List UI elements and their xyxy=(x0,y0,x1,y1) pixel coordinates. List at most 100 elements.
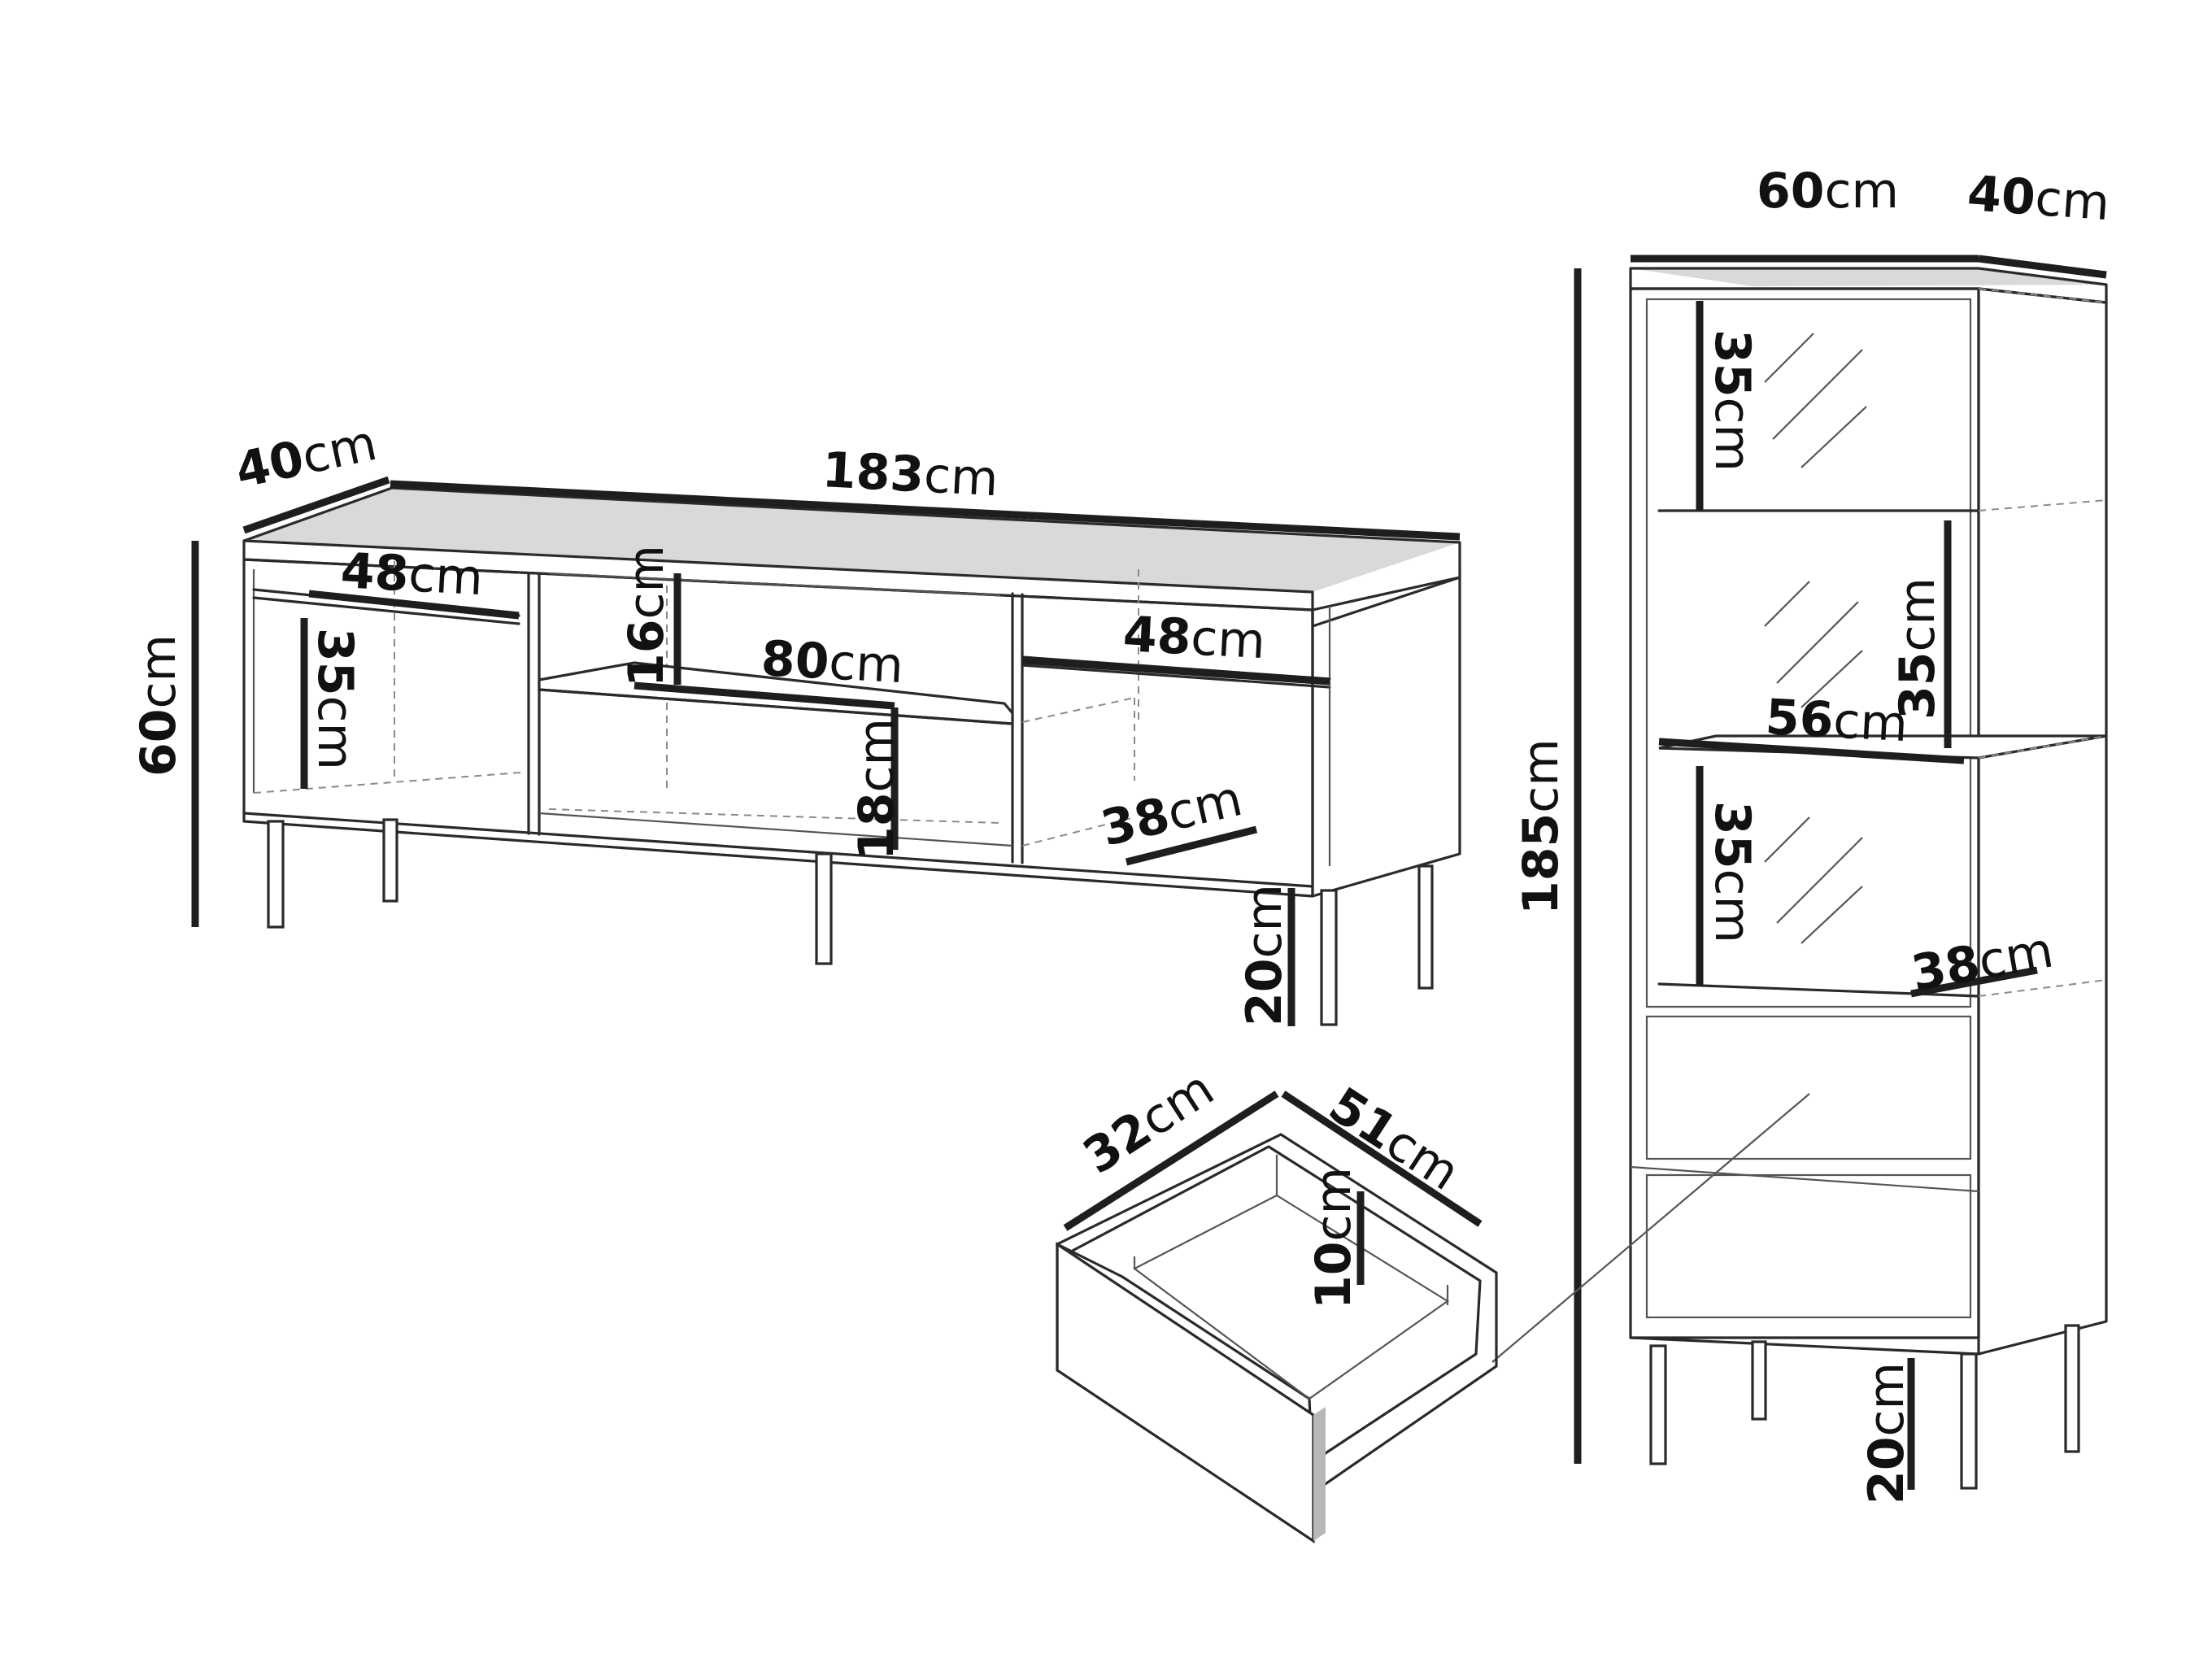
unit-text: cm xyxy=(848,718,905,792)
sideboard-leg-center xyxy=(815,852,833,965)
top-gap-value: 16 xyxy=(618,620,675,688)
center-lower-height-label: 18cm xyxy=(848,718,905,860)
sideboard-leg-front-right xyxy=(1320,889,1338,1026)
cabinet-shelf-width-label: 56cm xyxy=(1764,689,1909,753)
unit-text: cm xyxy=(1889,577,1946,651)
glass-reflection-2 xyxy=(1772,349,1863,440)
unit-text: cm xyxy=(922,447,999,508)
cabinet-shelf-depth-line xyxy=(1910,966,2038,998)
cabinet-body-front xyxy=(1629,287,1980,1339)
cabinet-body-side xyxy=(1977,287,2108,1356)
sideboard-leg-height-value: 20 xyxy=(1236,959,1293,1027)
cabinet-width-value: 60 xyxy=(1757,163,1825,220)
cabinet-shelf-3-dash xyxy=(1978,979,2107,997)
right-shelf-back xyxy=(1021,664,1331,689)
sideboard-height-value: 60 xyxy=(130,709,187,777)
sideboard-leg-front-left xyxy=(267,820,285,929)
top-gap-label: 16cm xyxy=(618,545,675,687)
cabinet-drawer-upper xyxy=(1645,1015,1972,1160)
sideboard-leg-back-right xyxy=(1417,864,1434,990)
cabinet-base xyxy=(1629,1336,1980,1356)
cabinet-shelf-width-value: 56 xyxy=(1764,689,1835,749)
unit-text: cm xyxy=(1858,1362,1915,1436)
right-floor-dash xyxy=(1021,816,1135,847)
drawer-box-outline xyxy=(1056,1133,1498,1494)
glass-reflection-8 xyxy=(1776,837,1863,924)
drawer-detail: 32cm 51cm 10cm xyxy=(1056,1060,1810,1543)
drawer-height-label: 10cm xyxy=(1305,1167,1362,1309)
glass-reflection-7 xyxy=(1764,816,1810,863)
unit-text: cm xyxy=(1975,921,2057,990)
drawer-width-label: 32cm xyxy=(1073,1060,1224,1186)
cabinet-depth-line xyxy=(1978,255,2107,279)
sideboard-height-label: 60cm xyxy=(130,634,187,777)
unit-text: cm xyxy=(1305,1167,1362,1241)
right-shelf-depth-value: 38 xyxy=(1096,787,1175,858)
compartment-top-value: 35 xyxy=(1704,329,1761,398)
left-niche-height-label: 35cm xyxy=(307,628,364,770)
drawer-front-panel xyxy=(1056,1242,1315,1543)
unit-text: cm xyxy=(297,415,381,485)
compartment-bottom-label: 35cm xyxy=(1704,801,1761,943)
center-inner-top xyxy=(548,572,1001,597)
cabinet-depth-value: 40 xyxy=(1966,165,2037,227)
glass-reflection-4 xyxy=(1764,581,1810,627)
drawer-leader-line xyxy=(1491,1093,1810,1363)
cabinet-width-label: 60cm xyxy=(1757,163,1899,220)
drawer-width-line xyxy=(1063,1091,1279,1231)
right-shelf-width-line xyxy=(1021,656,1330,686)
center-bottom-edge xyxy=(538,812,1013,847)
unit-text: cm xyxy=(1236,884,1293,958)
cabinet-top-surface xyxy=(1631,268,2106,286)
unit-text: cm xyxy=(1825,163,1899,220)
sideboard-top-surface xyxy=(244,488,1460,592)
compartment-middle-value: 35 xyxy=(1889,652,1946,720)
left-niche-height-value: 35 xyxy=(307,628,364,696)
cabinet-shelf-2-dash xyxy=(1978,735,2107,759)
cabinet-leg-height-value: 20 xyxy=(1858,1437,1915,1505)
compartment-middle-label: 35cm xyxy=(1889,577,1946,720)
center-shelf-width-value: 80 xyxy=(760,630,830,690)
cabinet-leg-height-label: 20cm xyxy=(1858,1362,1915,1504)
sideboard-leg-height-label: 20cm xyxy=(1236,884,1293,1026)
right-shelf-width-label: 48cm xyxy=(1121,606,1266,670)
cabinet-leg-back-left xyxy=(1751,1340,1767,1421)
left-niche-width-label: 48cm xyxy=(339,542,484,607)
compartment-top-label: 35cm xyxy=(1704,329,1761,472)
sideboard-leg-back-left xyxy=(382,818,398,903)
unit-text: cm xyxy=(618,545,675,619)
cabinet-height-value: 185 xyxy=(1513,813,1570,915)
sideboard-body-side xyxy=(1311,576,1461,898)
cabinet-leg-front-right xyxy=(1960,1352,1978,1490)
unit-text: cm xyxy=(407,546,485,607)
cabinet-drawer-lower xyxy=(1645,1173,1972,1319)
center-shelf-width-label: 80cm xyxy=(760,630,904,694)
unit-text: cm xyxy=(828,633,905,694)
cabinet-top-dash xyxy=(1978,288,2107,303)
unit-text: cm xyxy=(2033,170,2111,232)
unit-text: cm xyxy=(307,696,364,770)
glass-reflection-9 xyxy=(1801,886,1863,944)
cabinet-leg-back-right xyxy=(2064,1324,2080,1453)
center-shelf-width-line xyxy=(634,681,895,710)
glass-reflection-3 xyxy=(1801,406,1867,468)
center-floor-dash xyxy=(548,808,1001,824)
cabinet-shelf-depth-label: 38cm xyxy=(1907,921,2057,1002)
sideboard-depth-line xyxy=(242,476,390,534)
unit-text: cm xyxy=(1704,398,1761,472)
cabinet-shelf-depth-value: 38 xyxy=(1907,934,1983,1002)
sideboard-base-line xyxy=(242,812,1314,888)
left-top-shelf-back xyxy=(252,596,520,625)
right-shelf-dash-a xyxy=(1021,697,1135,723)
cabinet-leg-front-left xyxy=(1649,1344,1667,1465)
sideboard-width-line xyxy=(390,480,1461,541)
cabinet-glass-door xyxy=(1645,298,1972,1008)
left-niche-width-line xyxy=(308,590,520,620)
glass-reflection-6 xyxy=(1801,650,1863,708)
compartment-bottom-value: 35 xyxy=(1704,801,1761,869)
center-shelf-front-edge xyxy=(538,688,1014,725)
display-cabinet: 60cm 40cm 185cm 35cm 35cm 56cm 35cm 38cm… xyxy=(1513,163,2111,1504)
right-shelf-depth-line xyxy=(1125,825,1258,866)
sideboard-width-label: 183cm xyxy=(821,442,999,507)
